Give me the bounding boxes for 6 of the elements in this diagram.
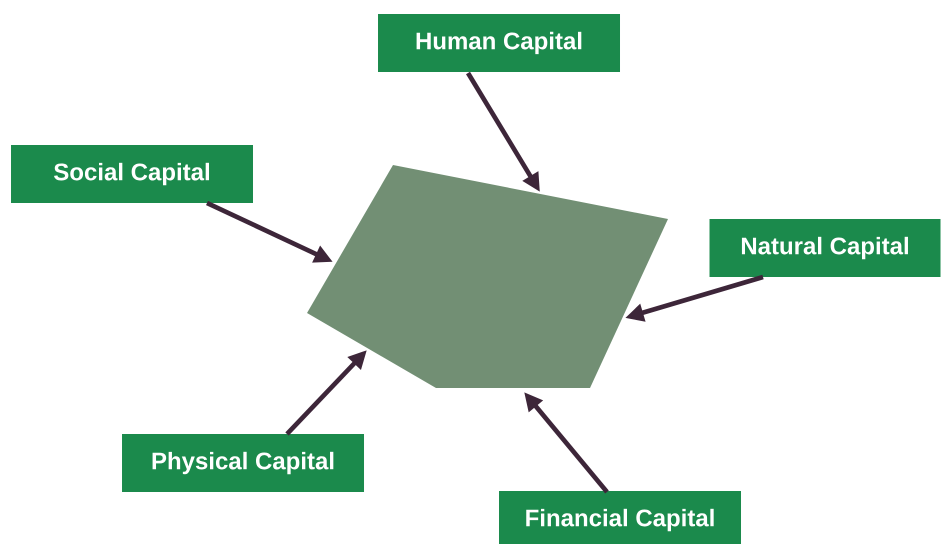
label-box: Social Capital	[11, 145, 253, 203]
label-box: Natural Capital	[710, 219, 940, 277]
label-box: Human Capital	[378, 14, 620, 72]
label-box: Financial Capital	[499, 491, 741, 544]
label-box: Physical Capital	[122, 434, 364, 492]
polygon-shape	[307, 165, 668, 388]
